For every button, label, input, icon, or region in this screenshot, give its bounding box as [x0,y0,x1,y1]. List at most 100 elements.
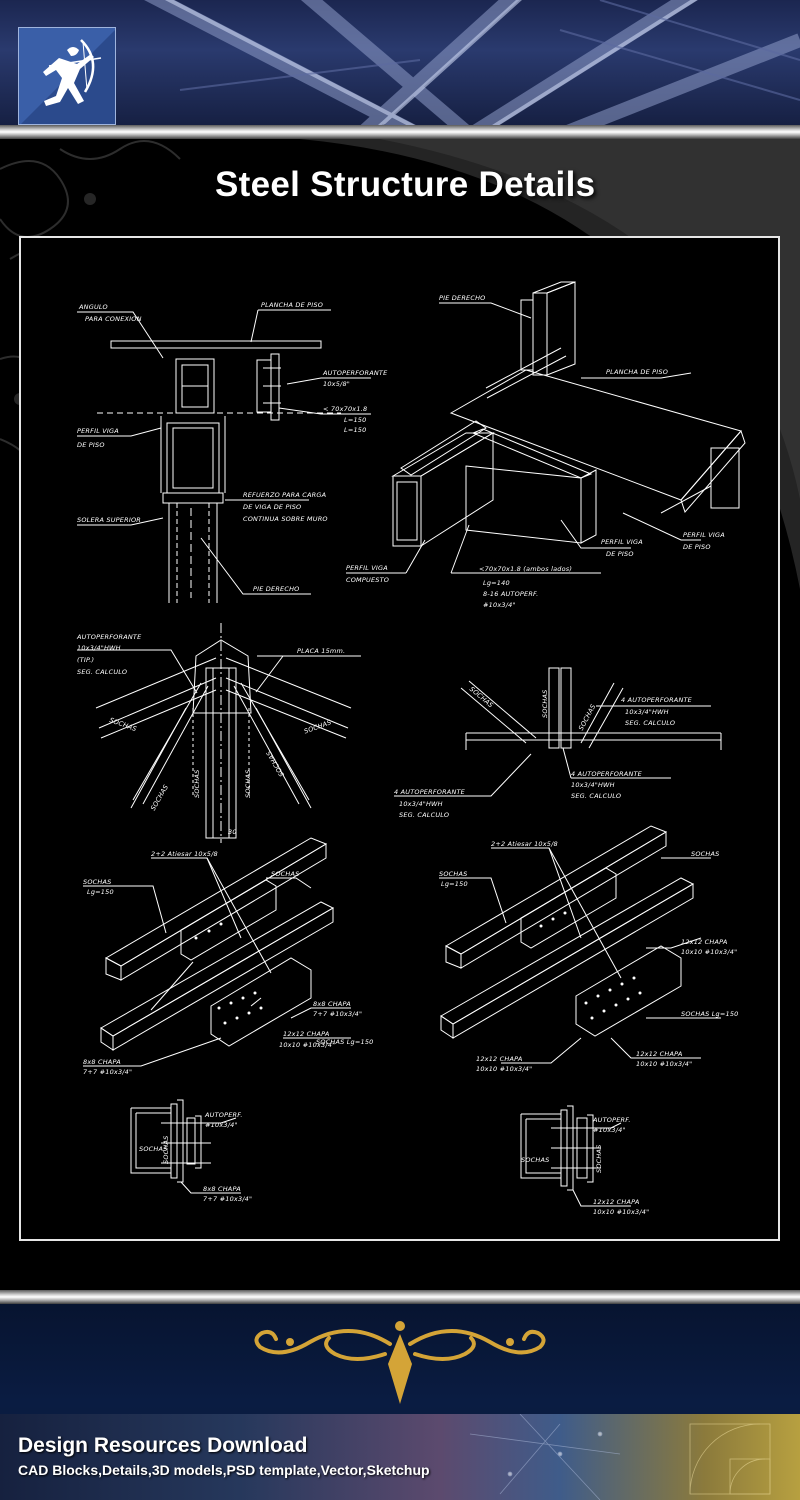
cad-note: #10x3/4" [593,1126,626,1134]
footer-title: Design Resources Download [18,1434,308,1457]
cad-note: PLANCHA DE PISO [606,368,669,376]
bottom-metal-bar [0,1290,800,1304]
cad-note: 10x3/4"HWH [625,708,669,716]
cad-note: #10x3/4" [205,1121,238,1129]
cad-note: PARA CONEXION [85,315,142,323]
steel-beams-photo [144,0,800,125]
cad-note: DE VIGA DE PISO [243,503,302,511]
detail-splice-left [83,837,351,1067]
cad-note: 10x3/4"HWH [571,781,615,789]
cad-note: 10x3/4"HWH [399,800,443,808]
cad-note: 2+2 Atiesar 10x5/8 [151,850,218,858]
detail-section-right [520,1105,631,1207]
cad-note: SOCHAS [691,850,720,858]
page-title: Steel Structure Details [215,165,596,204]
cad-note: 2+2 Atiesar 10x5/8 [491,840,558,848]
cad-note: PLACA 15mm. [297,647,346,655]
cad-note: SOCHAS [139,1145,168,1153]
cad-note: 8x8 CHAPA [83,1058,121,1066]
cad-note: SEG. CALCULO [77,668,128,676]
cad-note: SOCHAS [271,870,300,878]
cad-note: 12x12 CHAPA [593,1198,640,1206]
footer-subtitle: CAD Blocks,Details,3D models,PSD templat… [18,1462,430,1478]
cad-note: SOCHAS [244,769,252,798]
cad-note: SOCHAS Lg=150 [681,1010,739,1018]
top-metal-bar [0,125,800,139]
cad-note: SOCHAS [439,870,468,878]
archer-icon[interactable] [18,27,116,125]
cad-note: PIE DERECHO [253,585,300,593]
cad-note: 10x10 #10x3/4" [476,1065,533,1073]
cad-note: 10x10 #10x3/4" [636,1060,693,1068]
main-panel: Steel Structure Details [0,139,800,1290]
cad-drawing-frame: ANGULO PARA CONEXION PLANCHA DE PISO AUT… [19,236,780,1241]
cad-note: 30 [228,828,237,836]
detail-splice-right [439,825,721,1064]
cad-note: 8x8 CHAPA [313,1000,351,1008]
cad-note: L=150 [344,426,367,434]
detail-truss-apex [77,623,361,843]
cad-note: < 70x70x1.8 [323,405,368,413]
cad-note: ANGULO [79,303,108,311]
cad-note: Lg=150 [441,880,468,888]
cad-note: AUTOPERF. [593,1116,631,1124]
cad-note: AUTOPERFORANTE [323,369,388,377]
cad-note: PLANCHA DE PISO [261,301,324,309]
cad-note: 8x8 CHAPA [203,1185,241,1193]
footer-image-strip [0,1414,800,1500]
cad-note: COMPUESTO [346,576,390,584]
cad-note: SOCHAS Lg=150 [316,1038,374,1046]
cad-note: 10x5/8" [323,380,350,388]
cad-note: 7+7 #10x3/4" [203,1195,253,1203]
cad-note: SEG. CALCULO [399,811,450,819]
cad-note: (TIP.) [77,656,95,664]
cad-note: PERFIL VIGA [77,427,119,435]
cad-note: DE PISO [683,543,711,551]
cad-note: 7+7 #10x3/4" [313,1010,363,1018]
cad-note: 12x12 CHAPA [636,1050,683,1058]
cad-note: 4 AUTOPERFORANTE [394,788,465,796]
cad-note: DE PISO [77,441,105,449]
cad-note: 10x10 #10x3/4" [593,1208,650,1216]
cad-note: 12x12 CHAPA [476,1055,523,1063]
cad-note: 4 AUTOPERFORANTE [571,770,642,778]
cad-note: 12x12 CHAPA [681,938,728,946]
cad-note: AUTOPERFORANTE [77,633,142,641]
footer-banner: Design Resources Download CAD Blocks,Det… [0,1304,800,1500]
detail-floor-connection [77,309,371,603]
detail-truss-node [394,667,722,797]
cad-note: 10x10 #10x3/4" [681,948,738,956]
cad-note: SEG. CALCULO [625,719,676,727]
cad-note: REFUERZO PARA CARGA [243,491,327,499]
cad-linework [77,281,746,1207]
cad-note: CONTINUA SOBRE MURO [243,515,328,523]
gold-ornament-icon [254,1321,546,1404]
cad-note: SOCHAS [595,1144,603,1173]
cad-note: #10x3/4" [483,601,516,609]
cad-note: 8-16 AUTOPERF. [483,590,539,598]
cad-note: SOCHAS [83,878,112,886]
cad-note: SOCHAS [193,769,201,798]
cad-note: <70x70x1.8 (ambos lados) [479,565,573,573]
cad-note: AUTOPERF. [205,1111,243,1119]
cad-note: SEG. CALCULO [571,792,622,800]
cad-note: SOCHAS [541,689,549,718]
cad-note: DE PISO [606,550,634,558]
cad-note: SOLERA SUPERIOR [77,516,141,524]
cad-note: 4 AUTOPERFORANTE [621,696,692,704]
cad-note: Lg=140 [483,579,510,587]
cad-note: 7+7 #10x3/4" [83,1068,133,1076]
cad-note: 10x10 #10x3/4" [279,1041,336,1049]
cad-note: PERFIL VIGA [346,564,388,572]
cad-note: PERFIL VIGA [601,538,643,546]
cad-note: SOCHAS [521,1156,550,1164]
cad-note: PIE DERECHO [439,294,486,302]
detail-isometric-floor [346,281,746,574]
detail-section-left [130,1099,241,1194]
header-banner [0,0,800,125]
cad-note: PERFIL VIGA [683,531,725,539]
cad-note: 12x12 CHAPA [283,1030,330,1038]
cad-note: 10x3/4"HWH [77,644,121,652]
cad-note: L=150 [344,416,367,424]
cad-note: Lg=150 [87,888,114,896]
